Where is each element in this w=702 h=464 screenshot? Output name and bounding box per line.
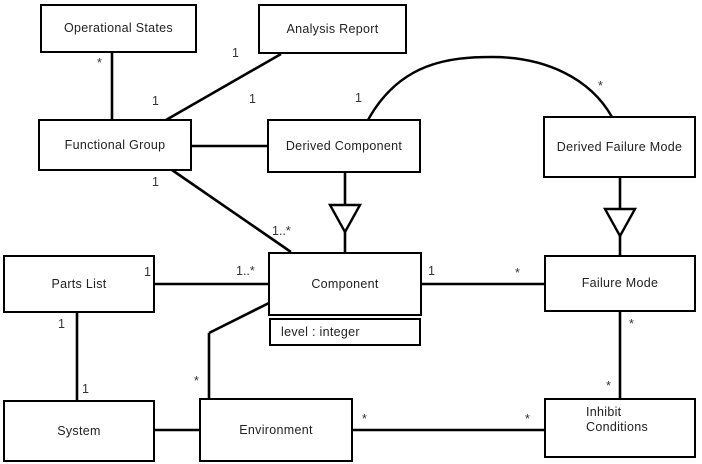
multiplicity-environment-to-component: * xyxy=(194,374,199,388)
class-name-operational-states: Operational States xyxy=(64,21,173,35)
multiplicity-derived-failure-mode-arc-end: * xyxy=(598,79,603,93)
multiplicity-operational-states-end: * xyxy=(97,56,102,70)
multiplicity-functional-group-to-derived-component: 1 xyxy=(249,92,256,106)
class-name-system: System xyxy=(57,423,101,438)
multiplicity-failure-mode-to-inhibit-conditions: * xyxy=(629,317,634,331)
class-box-derived-failure-mode[interactable]: Derived Failure Mode xyxy=(543,116,696,178)
class-name-component: Component xyxy=(311,276,379,291)
multiplicity-derived-component-arc-end: 1 xyxy=(355,91,362,105)
edge-functional-group-component xyxy=(171,168,292,254)
class-name-failure-mode: Failure Mode xyxy=(581,276,659,290)
multiplicity-functional-group-to-operational-states: 1 xyxy=(152,94,159,108)
multiplicity-system-to-parts-list: 1 xyxy=(82,382,89,396)
multiplicity-analysis-report-end: 1 xyxy=(232,46,239,60)
multiplicity-component-to-functional-group: 1..* xyxy=(272,224,291,238)
multiplicity-parts-list-to-component: 1 xyxy=(144,265,151,279)
class-box-inhibit-conditions[interactable]: Inhibit Conditions xyxy=(544,398,696,458)
class-box-component[interactable]: Component xyxy=(268,252,422,316)
multiplicity-inhibit-conditions-to-failure-mode: * xyxy=(606,379,611,393)
multiplicity-functional-group-to-component: 1 xyxy=(152,175,159,189)
class-box-failure-mode[interactable]: Failure Mode xyxy=(544,255,696,312)
class-box-analysis-report[interactable]: Analysis Report xyxy=(258,4,407,54)
multiplicity-parts-list-to-system: 1 xyxy=(58,317,65,331)
generalization-arrowhead-failure-mode xyxy=(602,207,638,239)
class-name-functional-group: Functional Group xyxy=(64,137,166,152)
multiplicity-failure-mode-to-component: * xyxy=(515,266,520,280)
attribute-component-level: level : integer xyxy=(281,325,360,339)
class-name-derived-component: Derived Component xyxy=(285,138,403,153)
class-name-inhibit-conditions: Inhibit Conditions xyxy=(586,405,649,434)
edge-analysis-report-functional-group xyxy=(165,52,282,122)
multiplicity-inhibit-conditions-to-environment: * xyxy=(525,412,530,426)
class-box-environment[interactable]: Environment xyxy=(199,398,353,462)
class-name-analysis-report: Analysis Report xyxy=(286,21,379,36)
edge-derived-component-derived-failure-mode-arc xyxy=(366,55,614,121)
class-name-environment: Environment xyxy=(239,422,313,437)
class-box-system[interactable]: System xyxy=(3,400,155,462)
generalization-arrowhead-component xyxy=(327,203,363,235)
class-box-parts-list[interactable]: Parts List xyxy=(3,255,155,313)
class-box-operational-states[interactable]: Operational States xyxy=(40,4,197,53)
multiplicity-environment-to-inhibit-conditions: * xyxy=(362,412,367,426)
class-attributes-component[interactable]: level : integer xyxy=(269,318,421,346)
multiplicity-component-to-failure-mode: 1 xyxy=(428,264,435,278)
class-box-functional-group[interactable]: Functional Group xyxy=(38,119,192,171)
class-name-parts-list: Parts List xyxy=(51,276,107,291)
multiplicity-component-to-parts-list: 1..* xyxy=(236,264,255,278)
class-name-derived-failure-mode: Derived Failure Mode xyxy=(556,139,683,154)
edge-environment-component-diagonal xyxy=(208,301,270,335)
class-box-derived-component[interactable]: Derived Component xyxy=(267,119,421,173)
